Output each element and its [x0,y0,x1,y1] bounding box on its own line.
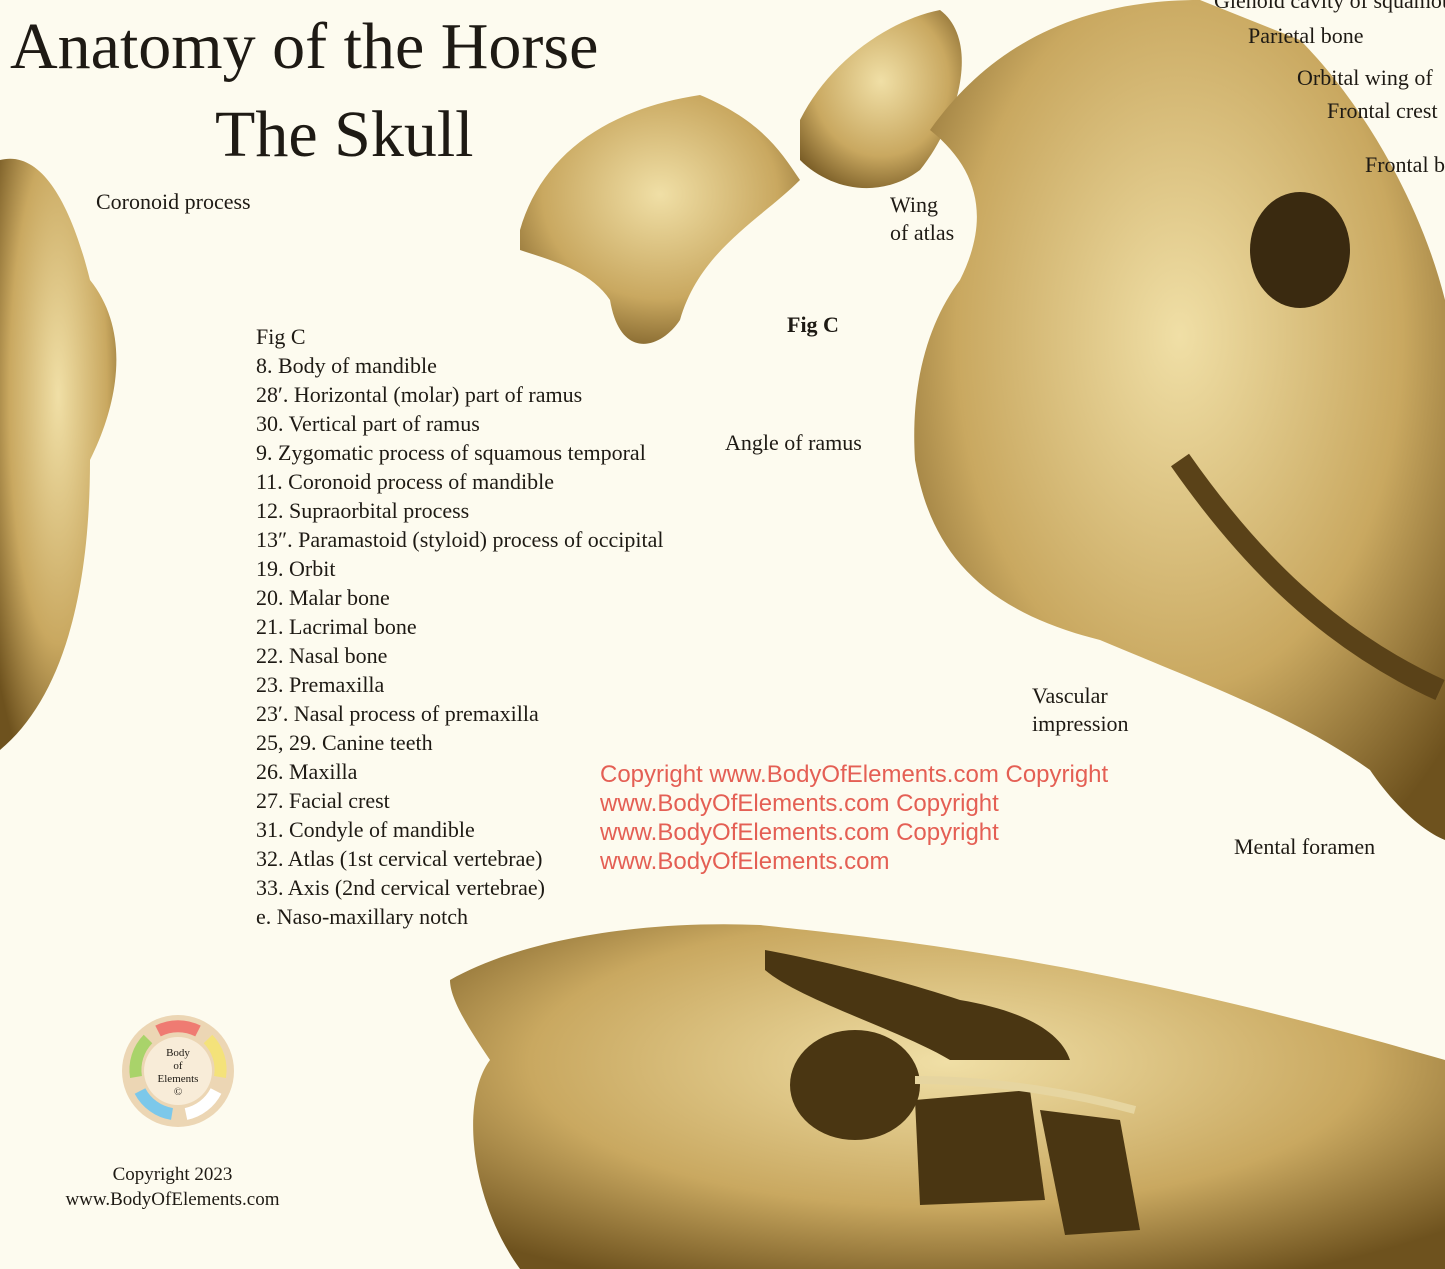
logo-line-2: of [173,1060,183,1072]
legend-item: 11. Coronoid process of mandible [256,469,554,494]
label-coronoid-process: Coronoid process [96,189,251,214]
label-frontal-crest: Frontal crest [1327,98,1438,123]
copyright-notice: Copyright 2023 www.BodyOfElements.com [50,1162,295,1212]
sinus-h [1040,1110,1140,1235]
title-line-2: The Skull [215,98,474,171]
label-wing-of-atlas-2: of atlas [890,220,955,245]
legend-items: 8. Body of mandible 28′. Horizontal (mola… [256,351,664,931]
logo-text: Body of Elements © [144,1037,212,1105]
copyright-year: Copyright 2023 [112,1164,233,1185]
teeth-row [1170,453,1445,701]
legend-item: 21. Lacrimal bone [256,614,417,639]
sinus-a [765,950,1070,1060]
atlas-vertebra [800,10,962,189]
logo-copyright-mark: © [173,1086,183,1098]
left-skull-fragment [0,158,117,751]
logo-ring [129,1020,227,1120]
sinus-o [790,1030,920,1140]
skull-side-view [914,0,1445,840]
legend-item: 25, 29. Canine teeth [256,730,433,755]
label-vascular-2: impression [1032,711,1129,736]
figure-label: Fig C [787,312,839,337]
logo-line-1: Body [166,1047,190,1059]
legend-item: 23′. Nasal process of premaxilla [256,701,539,726]
legend-item: 22. Nasal bone [256,643,388,668]
logo-line-3: Elements [157,1073,199,1085]
label-frontal-bone: Frontal bone [1365,152,1445,177]
orbit [1250,192,1350,308]
title-line-1: Anatomy of the Horse [10,10,599,83]
label-parietal-bone: Parietal bone [1248,23,1364,48]
legend-item: 30. Vertical part of ramus [256,411,480,436]
legend-heading: Fig C [256,324,306,349]
label-mental-foramen: Mental foramen [1234,834,1376,859]
legend-item: 26. Maxilla [256,759,358,784]
legend-item: 27. Facial crest [256,788,390,813]
legend-item: 13″. Paramastoid (styloid) process of oc… [256,527,664,552]
legend-item: 33. Axis (2nd cervical vertebrae) [256,875,545,900]
watermark: Copyright www.BodyOfElements.com Copyrig… [600,761,1109,875]
legend-item: e. Naso-maxillary notch [256,904,468,929]
skull-section-view [450,924,1445,1269]
label-vascular-1: Vascular [1032,683,1108,708]
label-glenoid-cavity: Glenoid cavity of squamous [1214,0,1445,13]
sinus-g [915,1090,1045,1205]
legend-item: 8. Body of mandible [256,353,437,378]
label-angle-of-ramus: Angle of ramus [725,430,862,455]
legend-item: 23. Premaxilla [256,672,385,697]
label-orbital-wing: Orbital wing of [1297,65,1433,90]
legend-item: 9. Zygomatic process of squamous tempora… [256,440,646,465]
axis-vertebra [520,95,800,344]
legend-list: Fig C 8. Body of mandible 28′. Horizontal… [256,322,664,931]
copyright-url[interactable]: www.BodyOfElements.com [65,1189,280,1210]
legend-item: 20. Malar bone [256,585,390,610]
legend-item: 32. Atlas (1st cervical vertebrae) [256,846,543,871]
legend-item: 19. Orbit [256,556,336,581]
legend-item: 31. Condyle of mandible [256,817,475,842]
logo: Body of Elements © [122,1015,234,1127]
legend-item: 12. Supraorbital process [256,498,470,523]
infraorbital-canal [914,1076,1137,1114]
legend-item: 28′. Horizontal (molar) part of ramus [256,382,583,407]
label-wing-of-atlas-1: Wing [890,192,938,217]
